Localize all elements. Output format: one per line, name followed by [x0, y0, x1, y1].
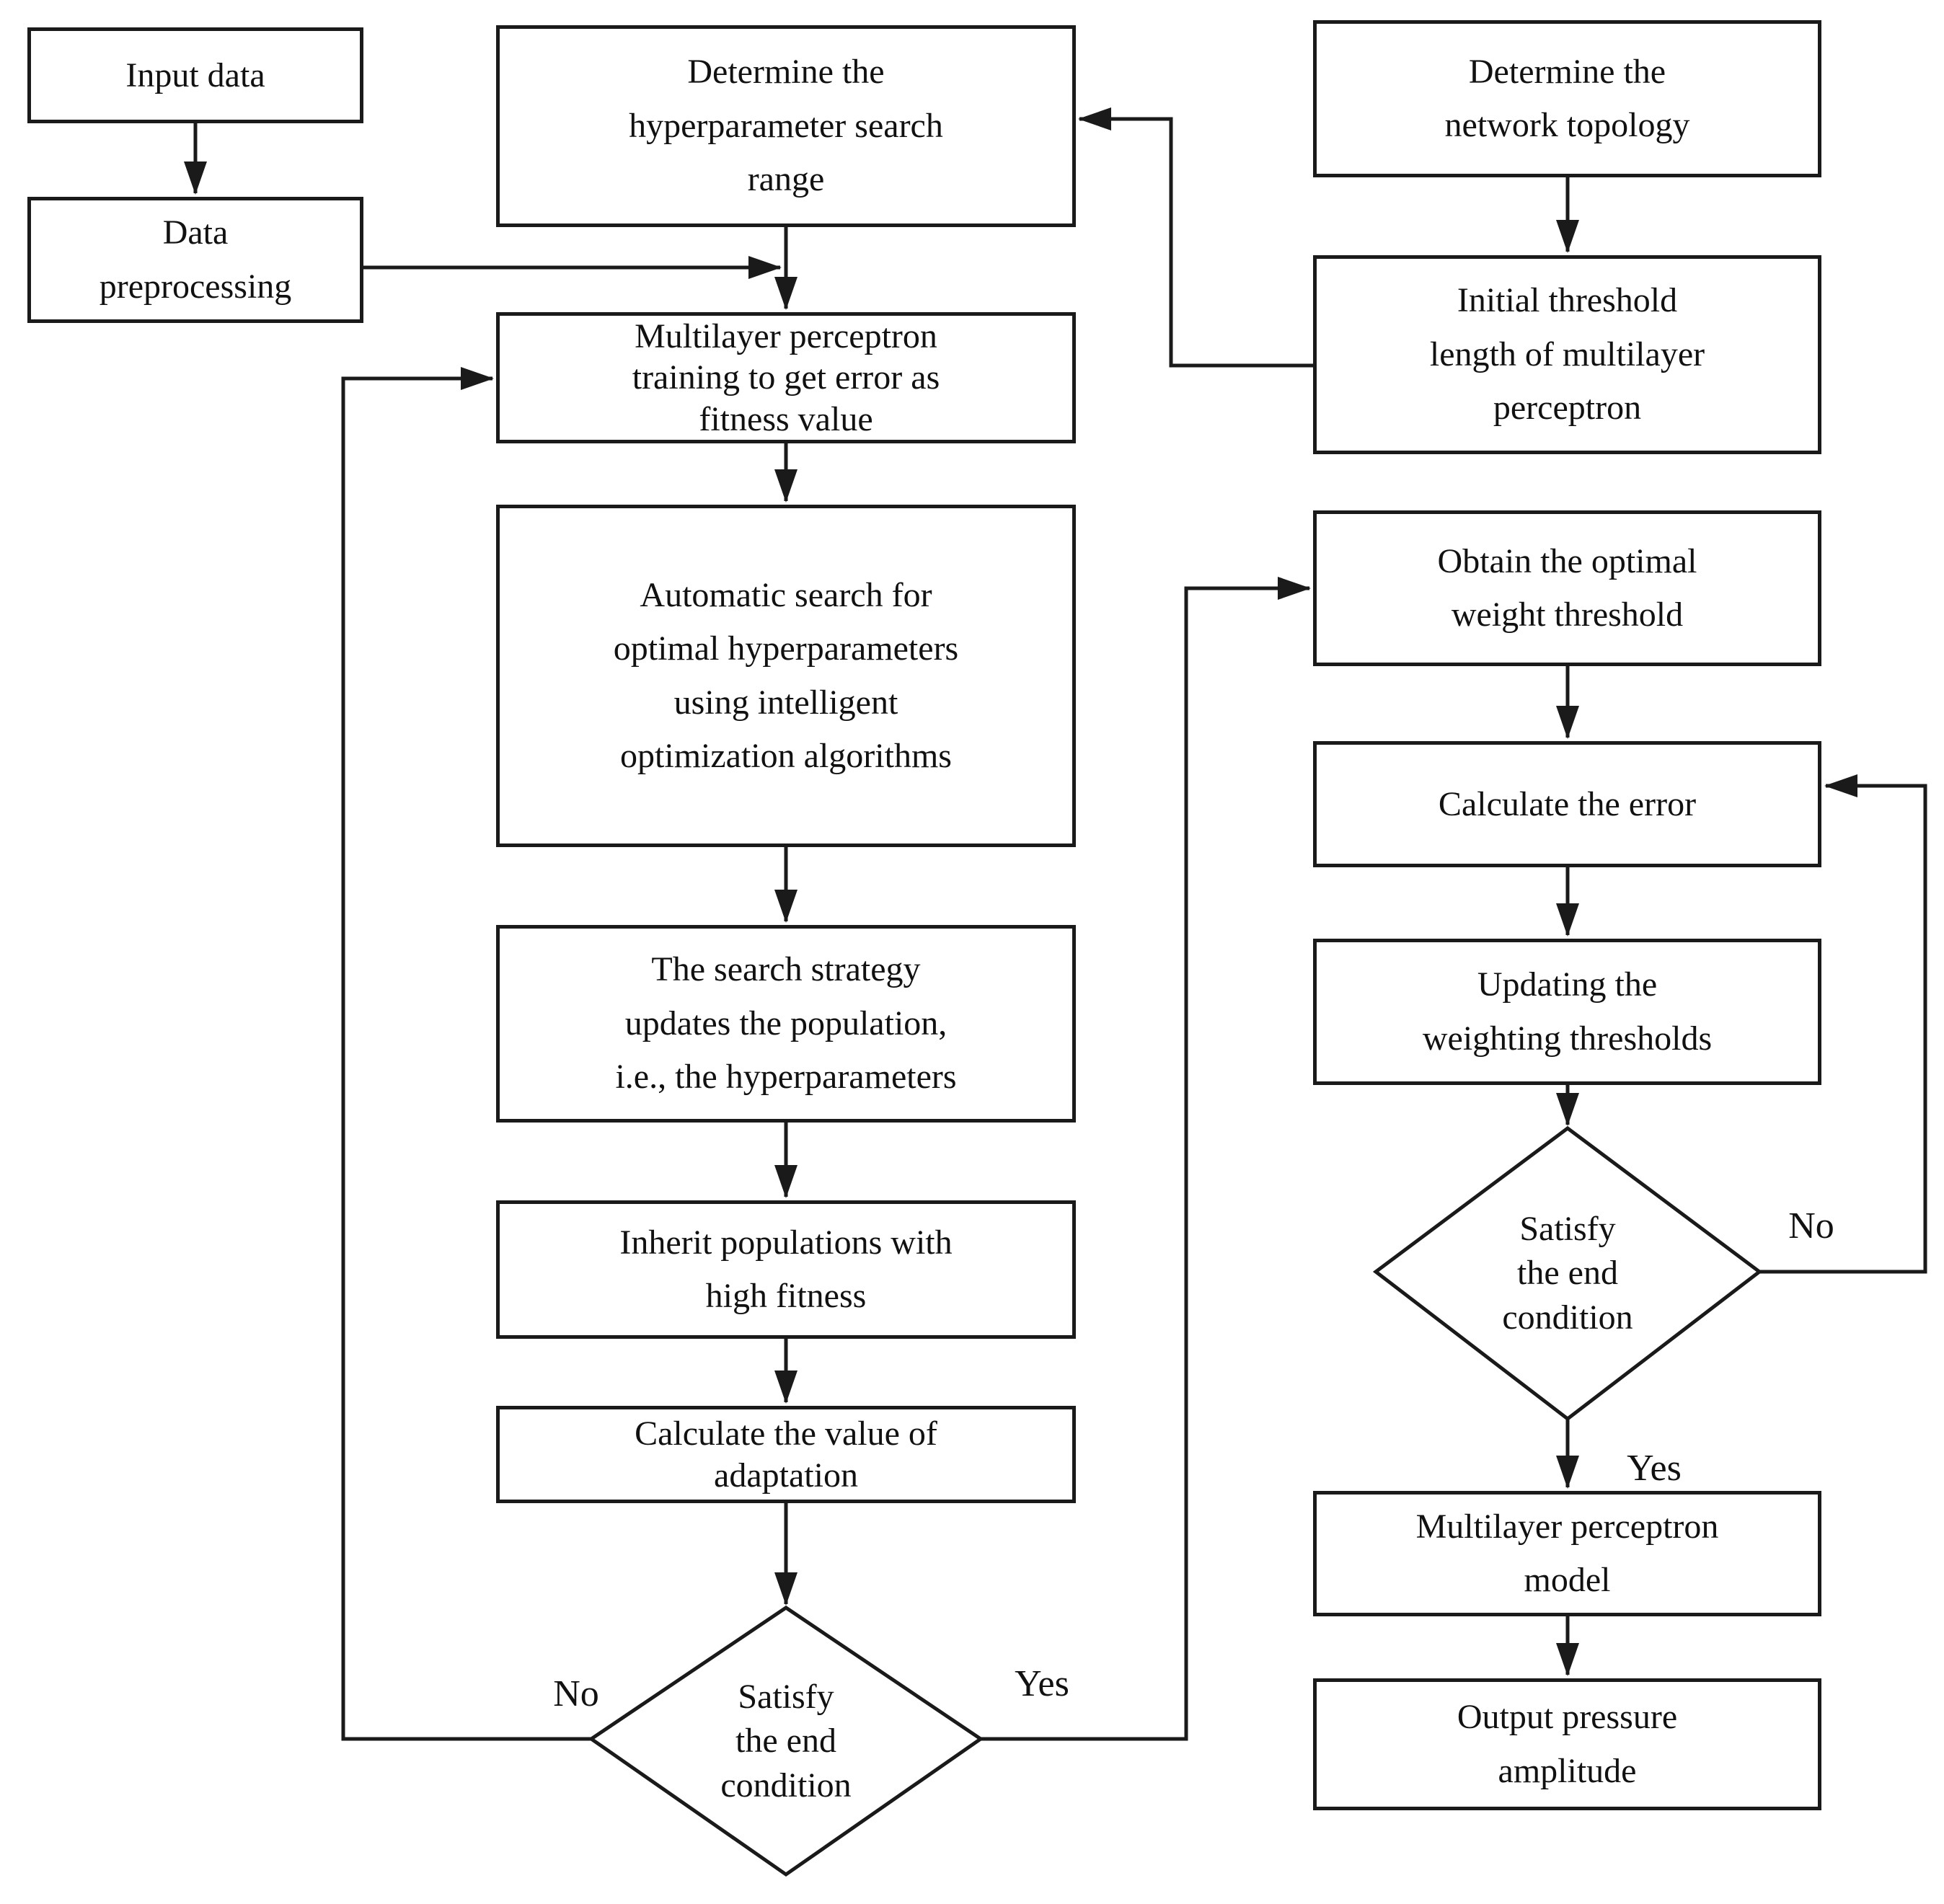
node-obtain-optimal-weight: Obtain the optimal weight threshold	[1313, 510, 1821, 666]
node-satisfy-end-condition-left-label: Satisfy the end condition	[720, 1677, 852, 1805]
right-diamond-no-label: No	[1788, 1205, 1834, 1247]
node-calculate-error: Calculate the error	[1313, 741, 1821, 867]
edge-left-diamond-yes-to-obtain-weight	[981, 577, 1311, 1741]
node-inherit-populations: Inherit populations with high fitness	[496, 1200, 1076, 1339]
node-satisfy-end-condition-right-label: Satisfy the end condition	[1502, 1209, 1633, 1337]
node-mlp-model: Multilayer perceptron model	[1313, 1491, 1821, 1616]
node-output-pressure-amplitude: Output pressure amplitude	[1313, 1678, 1821, 1810]
decision-diamond-right	[1372, 1125, 1763, 1422]
edge-right-diamond-no-loop	[1759, 774, 1927, 1274]
node-search-strategy-updates: The search strategy updates the populati…	[496, 925, 1076, 1123]
node-updating-weighting-thresholds: Updating the weighting thresholds	[1313, 939, 1821, 1085]
right-diamond-yes-label: Yes	[1627, 1448, 1682, 1489]
edge-left-diamond-no-loop	[341, 367, 591, 1741]
node-determine-search-range: Determine the hyperparameter search rang…	[496, 25, 1076, 227]
edge-initial-threshold-to-search-range	[1078, 107, 1313, 368]
node-data-preprocessing: Data preprocessing	[27, 197, 363, 323]
node-calculate-adaptation: Calculate the value of adaptation	[496, 1406, 1076, 1503]
left-diamond-yes-label: Yes	[1015, 1663, 1069, 1704]
left-diamond-no-label: No	[553, 1673, 599, 1714]
node-input-data: Input data	[27, 27, 363, 123]
node-initial-threshold-length: Initial threshold length of multilayer p…	[1313, 255, 1821, 454]
node-determine-network-topology: Determine the network topology	[1313, 20, 1821, 177]
decision-diamond-left	[588, 1605, 984, 1877]
node-automatic-search: Automatic search for optimal hyperparame…	[496, 505, 1076, 847]
node-mlp-training: Multilayer perceptron training to get er…	[496, 312, 1076, 443]
